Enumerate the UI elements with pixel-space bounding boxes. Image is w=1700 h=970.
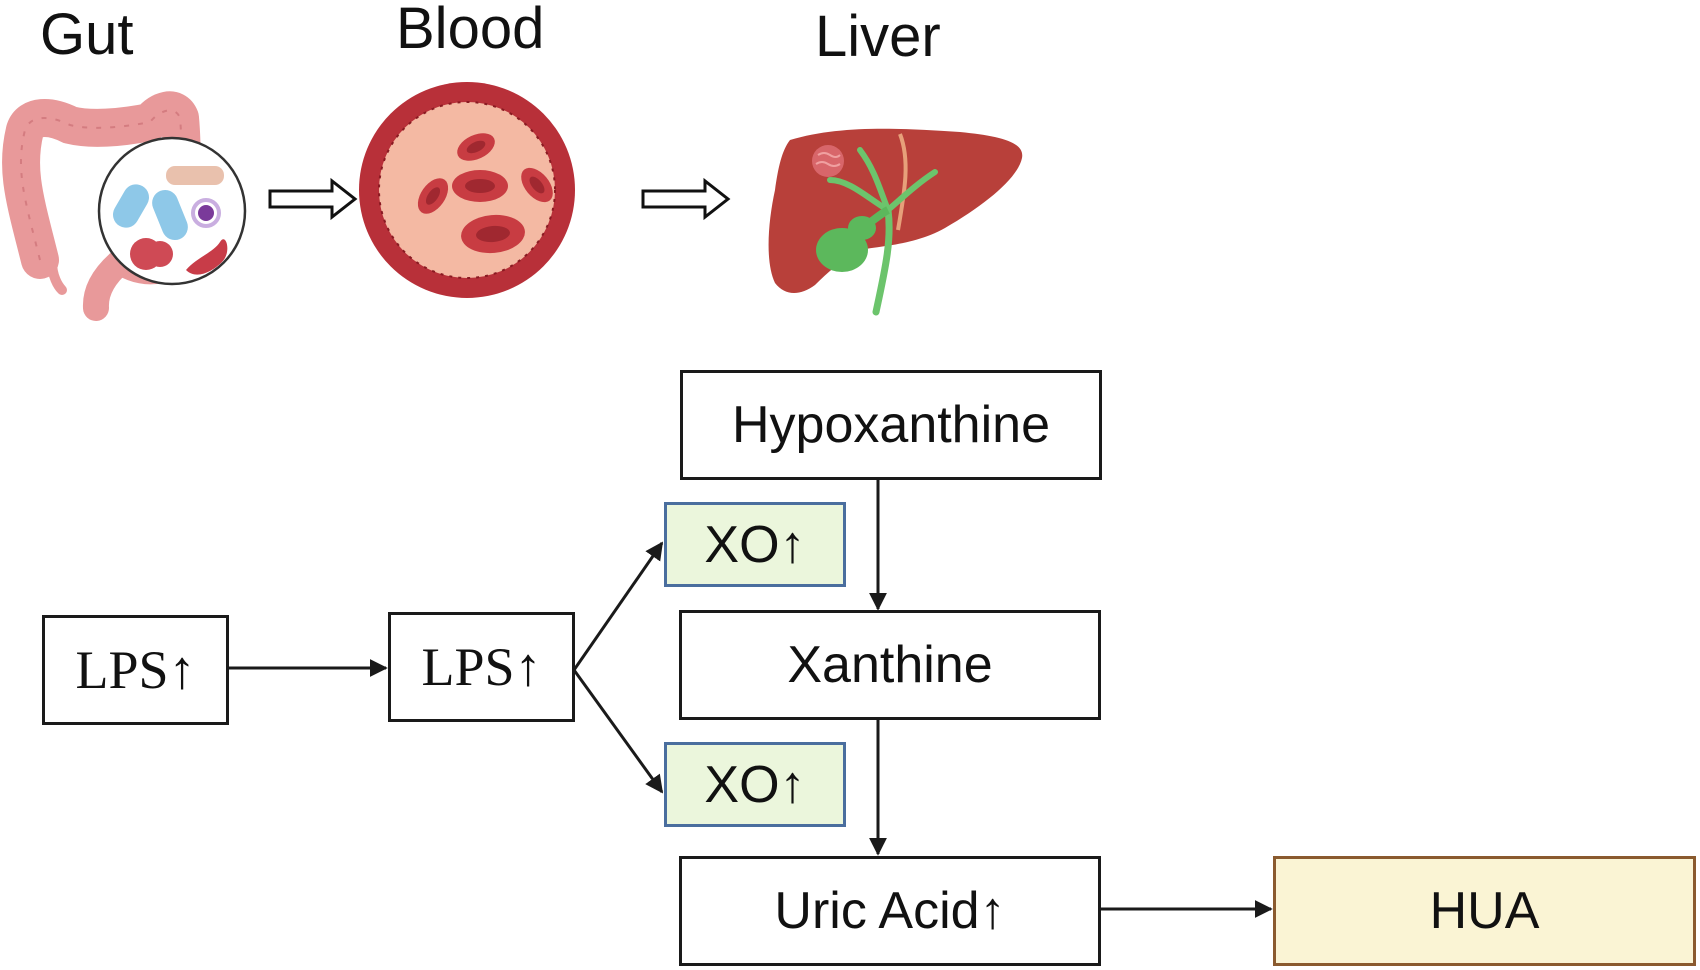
blood-vessel-icon bbox=[359, 82, 575, 298]
xo-upper-box: XO↑ bbox=[664, 502, 846, 587]
gut-bacteria-icon bbox=[97, 136, 247, 286]
lps-to-xo-upper-arrow bbox=[572, 541, 664, 671]
hua-box: HUA bbox=[1273, 856, 1696, 966]
lps-gut-box: LPS↑ bbox=[42, 615, 229, 725]
xanthine-box: Xanthine bbox=[679, 610, 1101, 720]
hypoxanthine-box: Hypoxanthine bbox=[680, 370, 1102, 480]
liver-label: Liver bbox=[815, 4, 941, 69]
lps-blood-box: LPS↑ bbox=[388, 612, 575, 722]
blood-label: Blood bbox=[396, 0, 545, 61]
gut-to-blood-arrow bbox=[268, 177, 358, 221]
liver-icon bbox=[768, 128, 1023, 316]
blood-to-liver-arrow bbox=[641, 177, 731, 221]
lps-to-xo-lower-arrow bbox=[572, 669, 664, 794]
gut-label: Gut bbox=[40, 2, 134, 67]
xo-lower-box: XO↑ bbox=[664, 742, 846, 827]
uric-acid-box: Uric Acid↑ bbox=[679, 856, 1101, 966]
organ-illustrations bbox=[2, 82, 1023, 321]
